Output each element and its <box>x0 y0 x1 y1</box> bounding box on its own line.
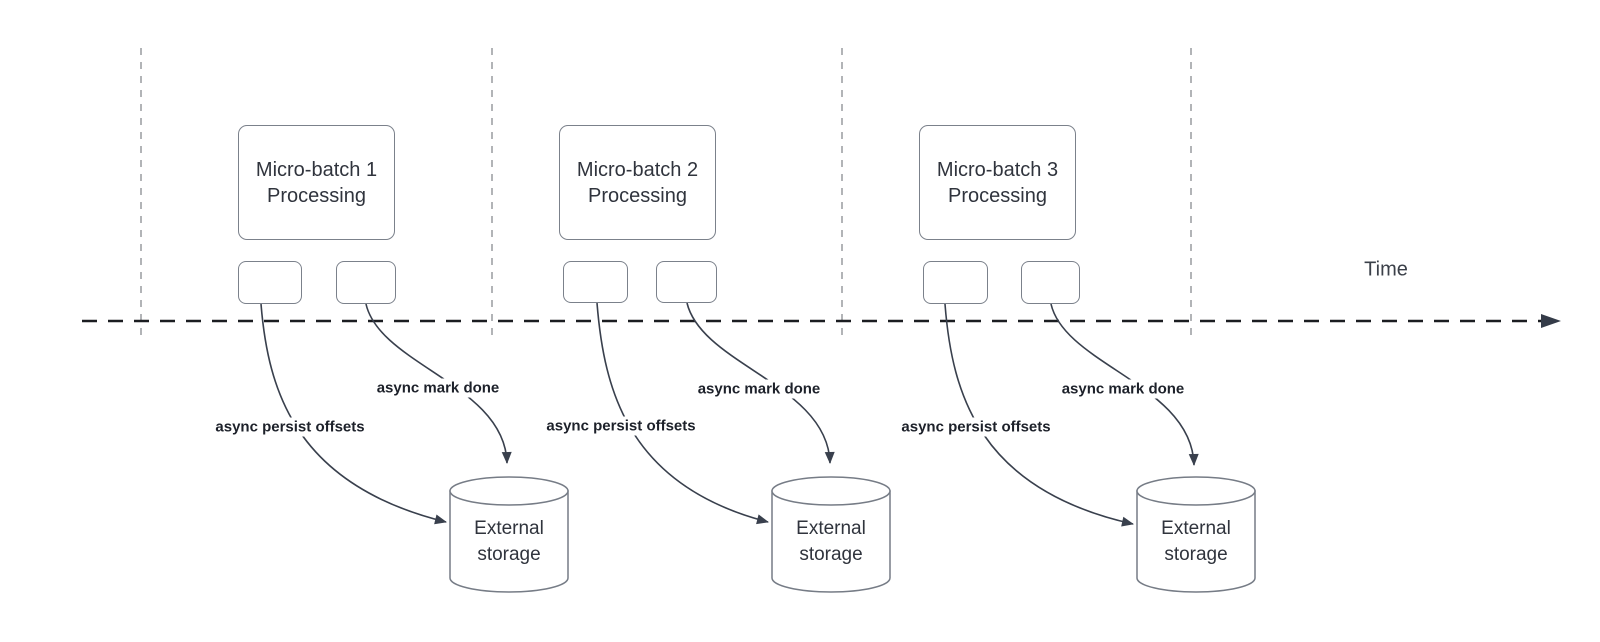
persist-offsets-label-3: async persist offsets <box>898 417 1054 437</box>
persist-task-box-2 <box>563 261 628 303</box>
micro-batch-1-label-line-2: Processing <box>267 184 366 207</box>
mark-done-arrow-1 <box>365 303 512 464</box>
mark-done-task-box-2 <box>656 261 717 303</box>
persist-task-box-3 <box>923 261 988 304</box>
micro-batch-3-label-line-2: Processing <box>948 184 1047 207</box>
micro-batch-1-box: Micro-batch 1 Processing <box>238 125 395 240</box>
mark-done-arrow-3 <box>1050 303 1199 466</box>
mark-done-task-box-3 <box>1021 261 1080 304</box>
micro-batch-3-box: Micro-batch 3 Processing <box>919 125 1076 240</box>
persist-offsets-arrow-2 <box>596 302 769 525</box>
micro-batch-3-label-line-1: Micro-batch 3 <box>936 158 1059 181</box>
persist-offsets-arrow-1 <box>260 303 447 525</box>
external-storage-cylinder-2 <box>771 476 891 593</box>
micro-batch-2-box: Micro-batch 2 Processing <box>559 125 716 240</box>
mark-done-label-3: async mark done <box>1058 379 1188 399</box>
mark-done-arrow-2 <box>686 302 835 464</box>
mark-done-task-box-1 <box>336 261 396 304</box>
micro-batch-2-label-line-2: Processing <box>588 184 687 207</box>
persist-offsets-label-2: async persist offsets <box>543 416 699 436</box>
persist-offsets-arrow-3 <box>944 303 1134 527</box>
mark-done-label-1: async mark done <box>373 378 503 398</box>
micro-batch-2-label-line-1: Micro-batch 2 <box>576 158 699 181</box>
mark-done-label-2: async mark done <box>694 379 824 399</box>
time-axis-label: Time <box>1364 258 1408 281</box>
external-storage-cylinder-1 <box>449 476 569 593</box>
external-storage-cylinder-3 <box>1136 476 1256 593</box>
persist-task-box-1 <box>238 261 302 304</box>
micro-batch-1-label-line-1: Micro-batch 1 <box>255 158 378 181</box>
persist-offsets-label-1: async persist offsets <box>212 417 368 437</box>
